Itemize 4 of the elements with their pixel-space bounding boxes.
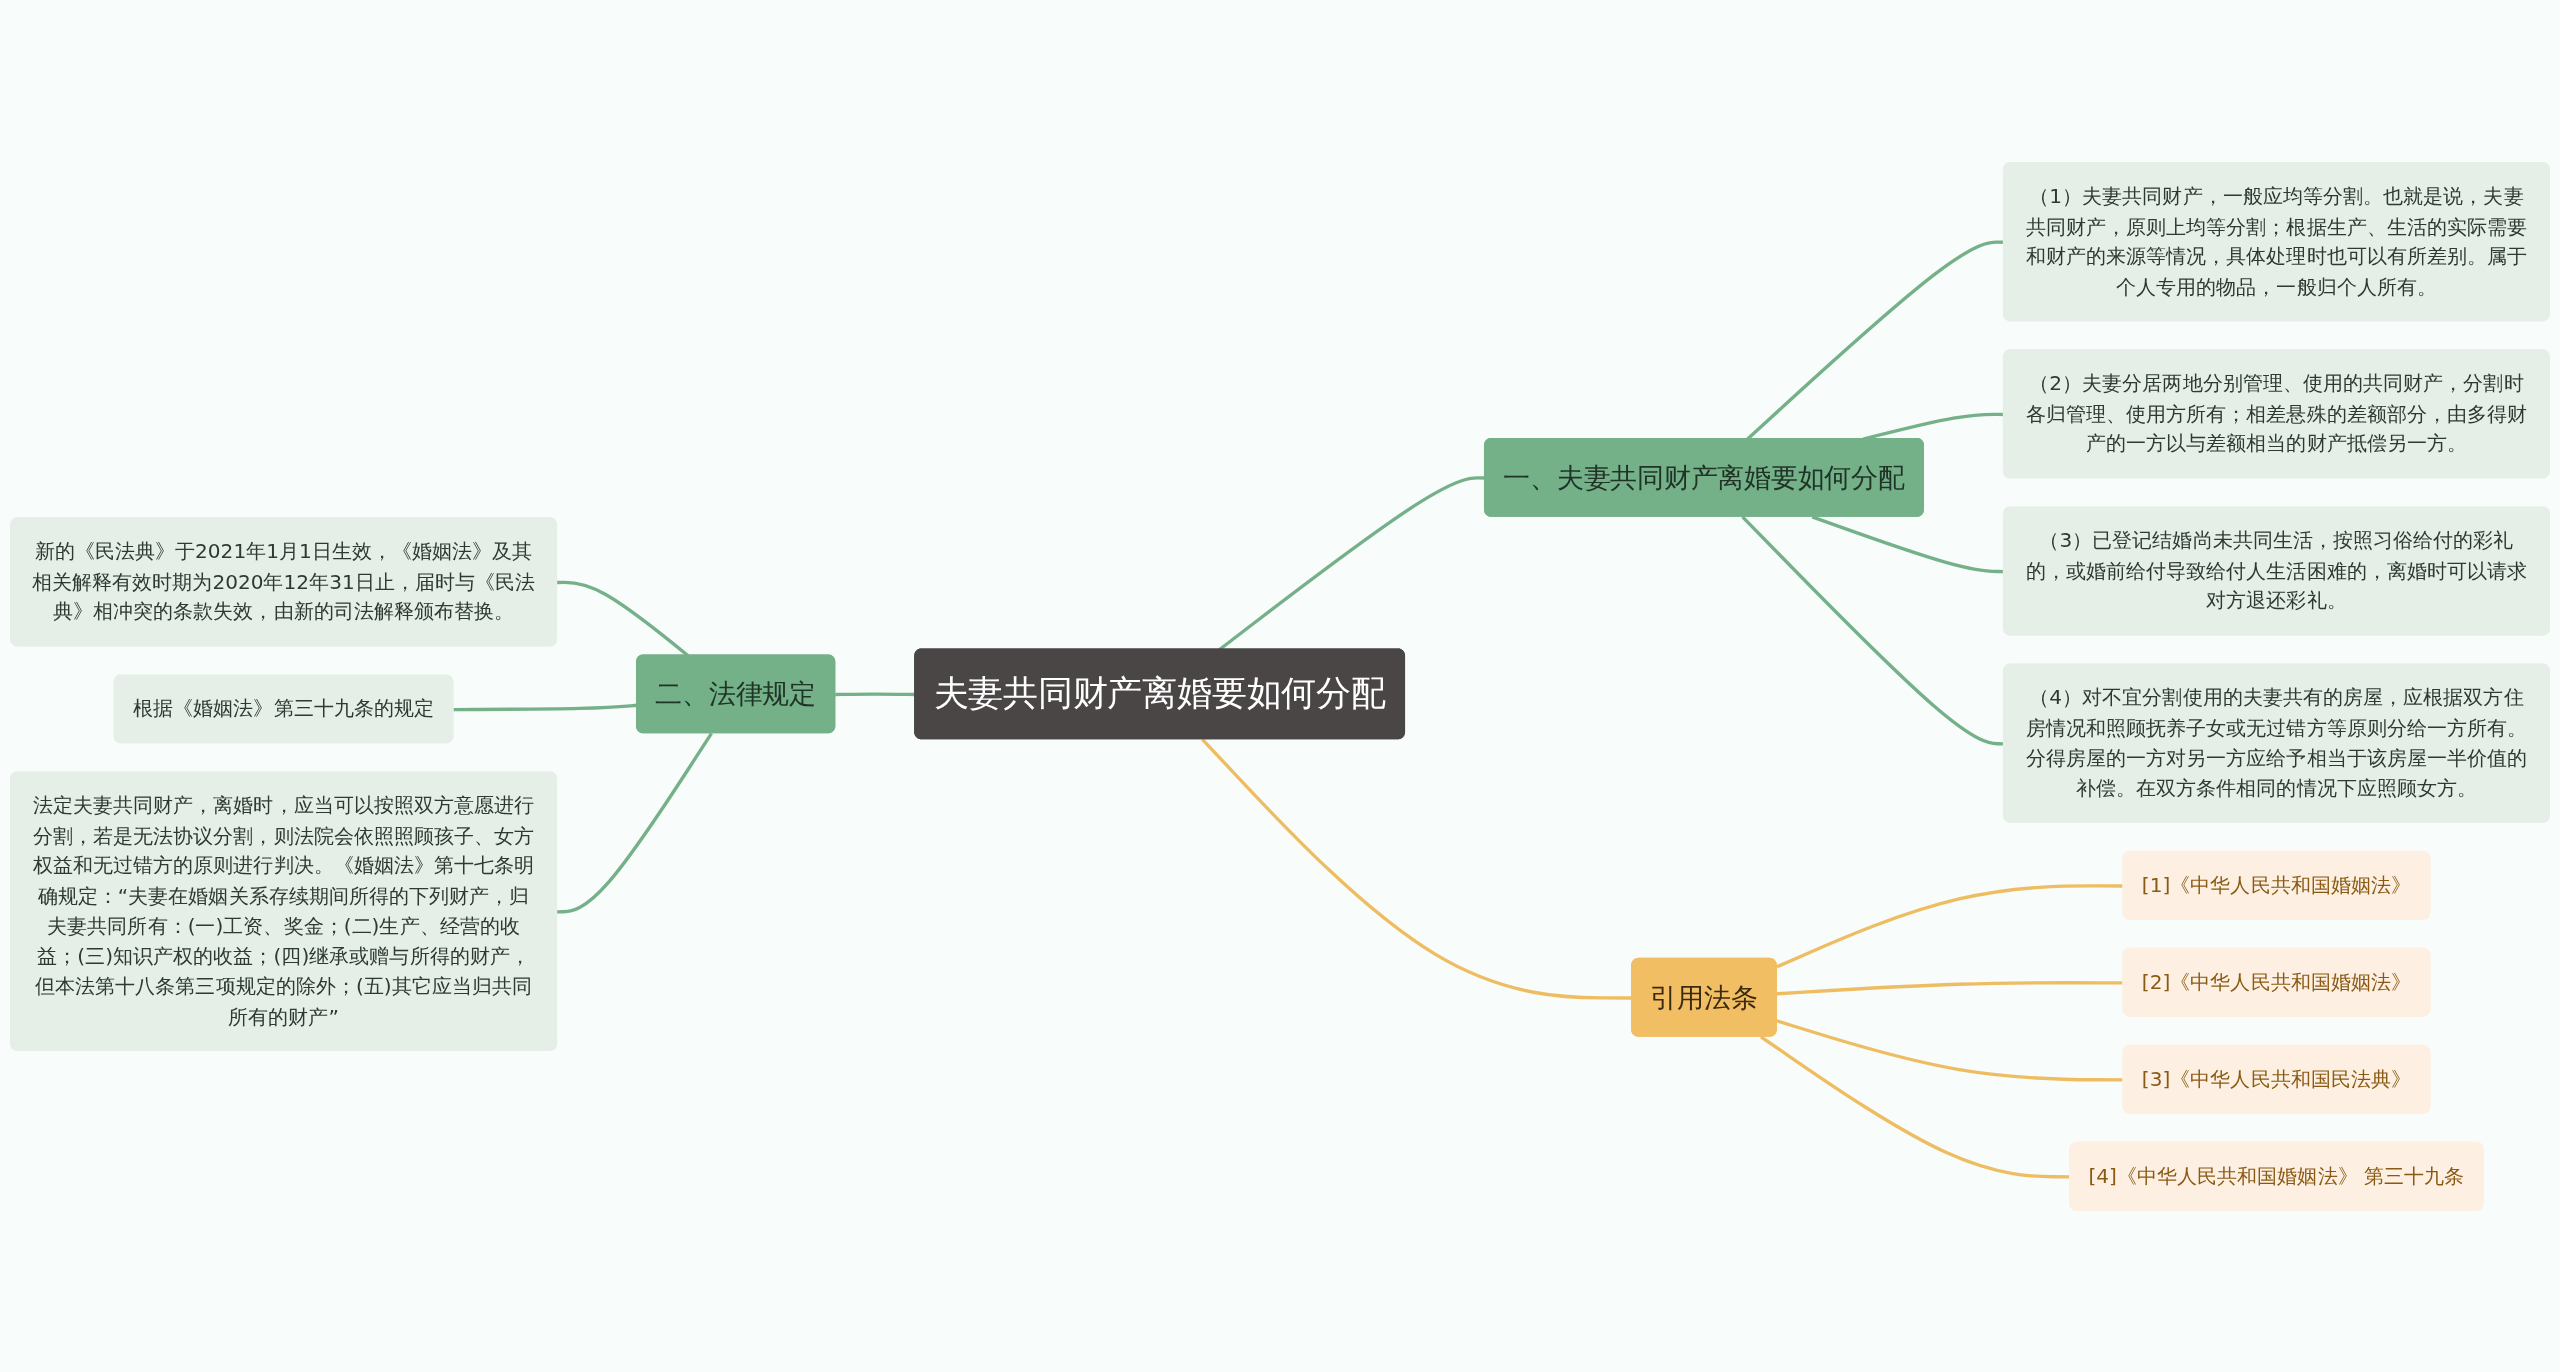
connector xyxy=(1776,883,2124,968)
connector xyxy=(1776,1018,2124,1082)
connector xyxy=(1776,980,2124,996)
connector xyxy=(557,732,713,914)
